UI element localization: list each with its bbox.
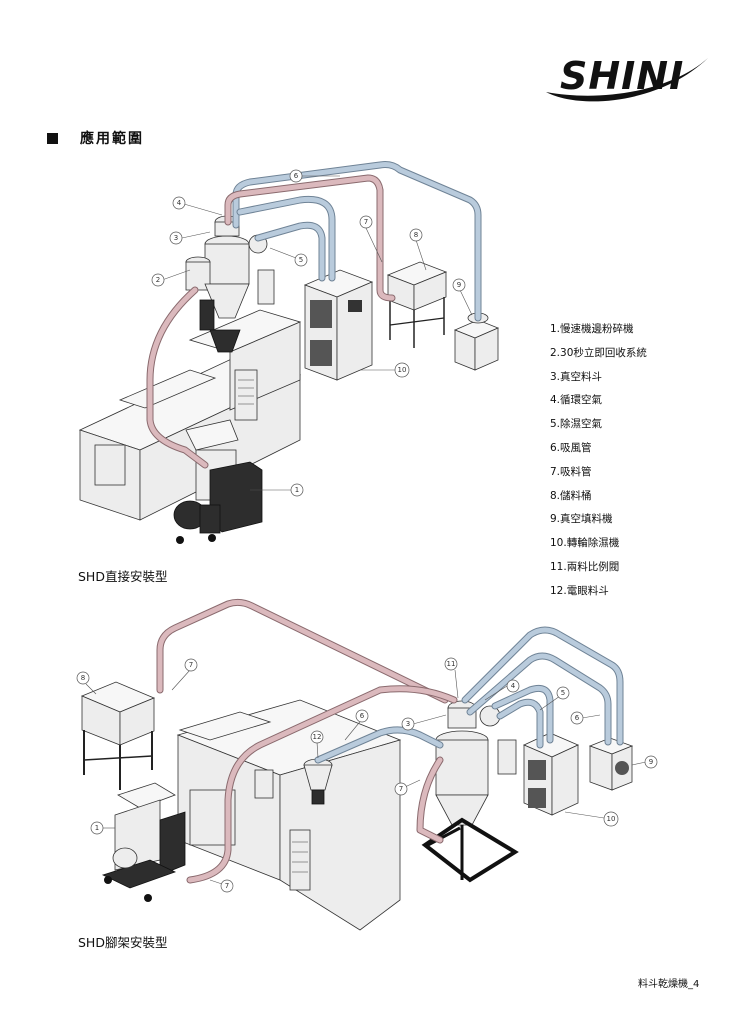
vacuum-loader-1 (453, 312, 500, 371)
svg-text:8: 8 (414, 231, 418, 239)
svg-text:10: 10 (607, 815, 616, 823)
svg-text:7: 7 (189, 661, 193, 669)
brand-logo-text: SHINI (560, 54, 685, 98)
legend-item: 8.儲料桶 (550, 489, 592, 502)
legend-item: 1.慢速機邊粉碎機 (550, 323, 634, 335)
svg-text:9: 9 (457, 281, 461, 289)
component-legend: 1.慢速機邊粉碎機 2.30秒立即回收系統 3.真空料斗 4.循環空氣 5.除濕… (550, 318, 647, 604)
hopper-dryer-2 (421, 700, 519, 883)
legend-item: 11.兩料比例閥 (550, 560, 620, 573)
svg-text:6: 6 (575, 714, 580, 722)
callout-12: 12 (310, 730, 324, 744)
svg-text:3: 3 (406, 720, 410, 728)
callout-3: 3 (401, 717, 415, 731)
callout-7a: 7 (184, 658, 198, 672)
callout-6a: 6 (355, 709, 369, 723)
svg-text:7: 7 (225, 882, 229, 890)
callout-7b: 7 (394, 782, 408, 796)
callout-5: 5 (556, 686, 570, 700)
diagram-stand-mount (80, 598, 634, 931)
svg-text:11: 11 (447, 660, 456, 668)
svg-text:6: 6 (360, 712, 365, 720)
legend-item: 4.循環空氣 (550, 394, 603, 407)
section-title: 應用範圍 (80, 131, 144, 147)
legend-item: 3.真空料斗 (550, 370, 603, 383)
section-bullet (47, 133, 58, 144)
callout-1: 1 (90, 821, 104, 835)
callout-9: 9 (452, 278, 466, 292)
svg-text:9: 9 (649, 758, 653, 766)
svg-text:4: 4 (511, 682, 516, 690)
svg-text:5: 5 (299, 256, 303, 264)
dehumidifier-1 (303, 269, 374, 381)
svg-text:4: 4 (177, 199, 182, 207)
application-diagrams: .m { fill:#ededed; stroke:#333; stroke-w… (76, 161, 658, 931)
legend-item: 12.電眼料斗 (550, 584, 609, 597)
storage-bin-2 (80, 681, 156, 790)
page-footer-label: 料斗乾燥機_4 (638, 979, 700, 990)
svg-text:1: 1 (95, 824, 99, 832)
callout-5: 5 (294, 253, 308, 267)
callout-4: 4 (506, 679, 520, 693)
callout-3: 3 (169, 231, 183, 245)
svg-text:1: 1 (295, 486, 299, 494)
granulator-2 (101, 782, 186, 902)
callouts-diagram-1: 6 4 3 2 5 7 8 9 10 1 (151, 169, 473, 497)
svg-text:5: 5 (561, 689, 565, 697)
svg-text:7: 7 (399, 785, 403, 793)
callout-11: 11 (444, 657, 458, 671)
granulator-1 (173, 419, 263, 544)
svg-text:8: 8 (81, 674, 85, 682)
legend-item: 5.除濕空氣 (550, 418, 603, 431)
caption-stand-mount: SHD腳架安裝型 (78, 935, 168, 950)
svg-text:12: 12 (313, 733, 322, 741)
callout-1: 1 (290, 483, 304, 497)
storage-bin-1 (386, 261, 448, 348)
diagram-direct-mount (78, 161, 500, 544)
legend-item: 9.真空填料機 (550, 513, 613, 526)
legend-item: 10.轉輪除濕機 (550, 537, 620, 550)
callout-6: 6 (289, 169, 303, 183)
svg-text:6: 6 (294, 172, 299, 180)
svg-text:10: 10 (398, 366, 407, 374)
injection-machine-1 (78, 309, 302, 521)
callout-7: 7 (359, 215, 373, 229)
callout-10: 10 (394, 362, 410, 378)
svg-text:7: 7 (364, 218, 368, 226)
caption-direct-mount: SHD直接安裝型 (78, 569, 168, 584)
callout-7c: 7 (220, 879, 234, 893)
dehumidifier-2 (523, 732, 579, 816)
callout-8: 8 (76, 671, 90, 685)
shini-logo-swoosh (546, 58, 708, 102)
callout-2: 2 (151, 273, 165, 287)
callout-8: 8 (409, 228, 423, 242)
hopper-dryer-1 (185, 215, 275, 353)
callout-10: 10 (603, 811, 619, 827)
callout-4: 4 (172, 196, 186, 210)
callout-9: 9 (644, 755, 658, 769)
vacuum-loader-2 (588, 737, 634, 791)
svg-text:3: 3 (174, 234, 178, 242)
legend-item: 2.30秒立即回收系統 (550, 346, 647, 359)
callouts-diagram-2: 7 8 11 4 5 3 6 12 6 9 7 10 1 7 (76, 657, 658, 893)
legend-item: 6.吸風管 (550, 441, 592, 454)
callout-6b: 6 (570, 711, 584, 725)
svg-text:2: 2 (156, 276, 160, 284)
legend-item: 7.吸料管 (550, 465, 592, 478)
